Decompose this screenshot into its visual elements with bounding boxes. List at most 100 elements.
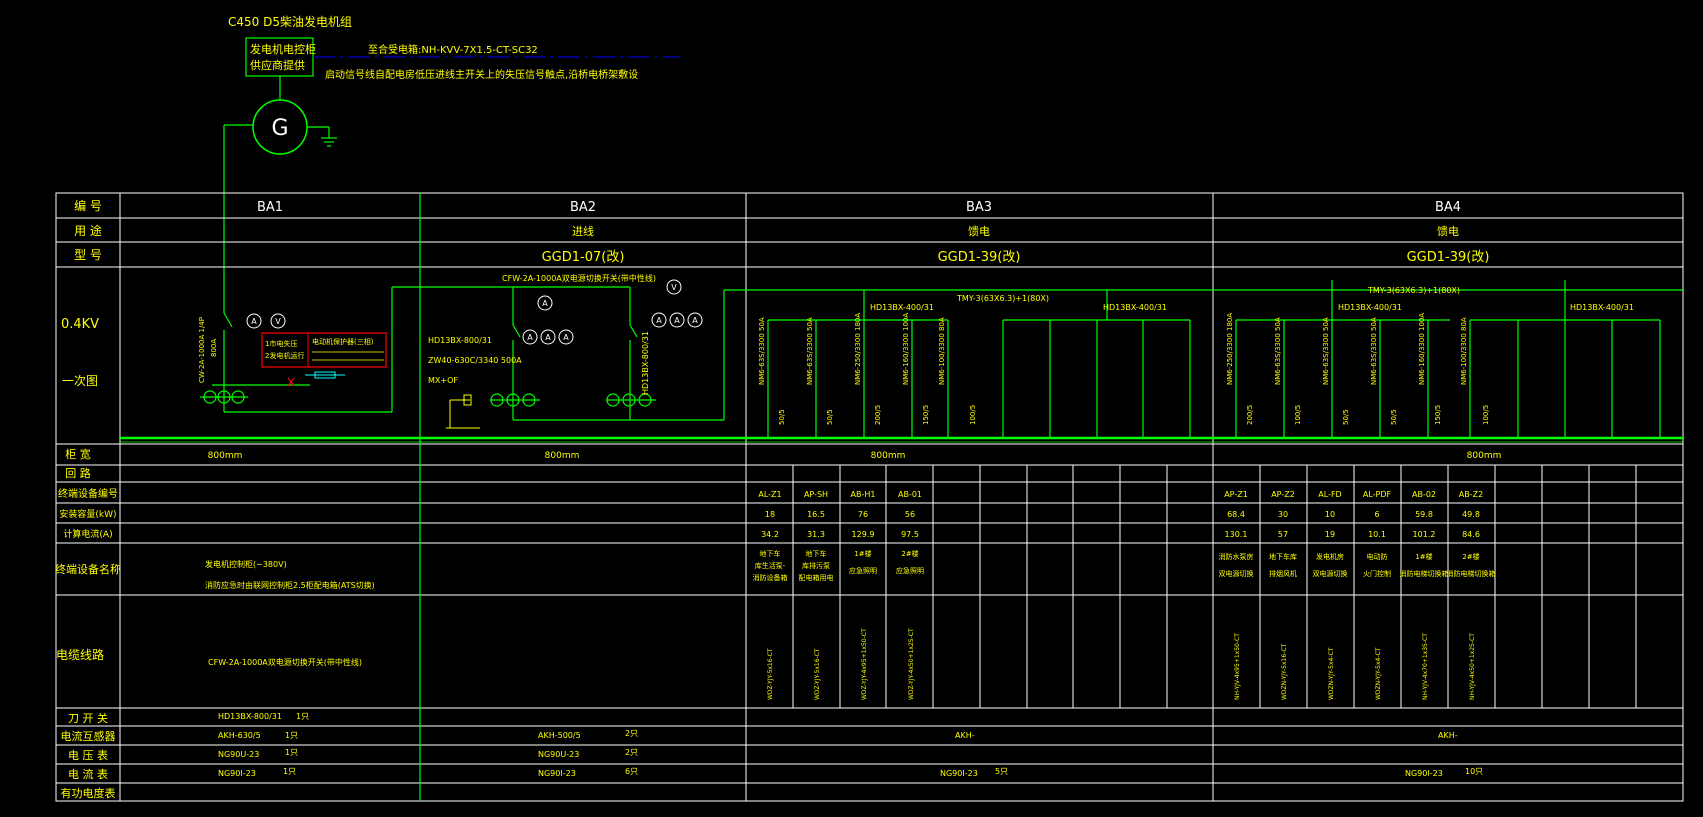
ba4-capacity-6: 49.8 [1462, 510, 1480, 519]
ba4-capacity-4: 6 [1374, 510, 1379, 519]
ba1-ct-qty: 1只 [285, 731, 298, 740]
ba2-switch-label-4: HD13BX-800/31 [641, 331, 650, 395]
ba3-ct-3: 200/5 [874, 405, 882, 425]
ba2-ammeter-qty: 6只 [625, 767, 638, 776]
ba3-current-3: 129.9 [852, 530, 875, 539]
ba4-current-2: 57 [1278, 530, 1288, 539]
control-box-label-1: 发电机电控柜 [250, 42, 316, 56]
ba3-one-line [724, 289, 1213, 438]
panel-width-ba2: 800mm [545, 451, 580, 461]
ba4-ammeter: NG90I-23 [1405, 769, 1443, 778]
ba1-meters [246, 313, 286, 329]
ba4-ammeter-qty: 10只 [1465, 767, 1483, 776]
ba4-cable-6: NH-YJV-4x50+1x25-CT [1469, 633, 1476, 700]
ba3-tname-3b: 应急照明 [849, 566, 877, 575]
ba4-current-3: 19 [1325, 530, 1335, 539]
ba1-voltmeter-qty: 1只 [285, 748, 298, 757]
ba3-knife-2: HD13BX-400/31 [1103, 303, 1167, 312]
ba3-capacity-2: 16.5 [807, 510, 825, 519]
panel-purpose-ba4: 馈电 [1437, 225, 1459, 238]
ba4-busbar-label: TMY-3(63X6.3)+1(80X) [1367, 286, 1460, 295]
panel-model-ba3: GGD1-39(改) [938, 250, 1021, 265]
ba4-terminal-no-6: AB-Z2 [1459, 490, 1483, 499]
row-label-purpose: 用 途 [74, 223, 102, 238]
ba4-capacity-1: 68.4 [1227, 510, 1245, 519]
row-label-number: 编 号 [74, 198, 102, 213]
panel-width-ba3: 800mm [871, 451, 906, 461]
ba3-ct-5: 100/5 [969, 405, 977, 425]
panel-width-ba1: 800mm [208, 451, 243, 461]
ba2-voltmeter: NG90U-23 [538, 750, 579, 759]
ba4-cable-2: WDZN-YJY-5x16-CT [1281, 643, 1288, 700]
ba4-cable-1: NH-YJV-4x95+1x50-CT [1234, 633, 1241, 700]
ba4-breaker-1: NM6-250/3300 180A [1226, 313, 1234, 385]
ba4-breaker-5: NM6-160/3300 100A [1418, 313, 1426, 385]
ba2-trip-coil-icon [446, 394, 480, 429]
ba4-terminal-no-3: AL-FD [1318, 490, 1341, 499]
ba4-ct-6: 100/5 [1482, 405, 1490, 425]
ba3-tname-1c: 消防设备箱 [753, 573, 788, 582]
control-box-label-2: 供应商提供 [250, 58, 305, 72]
panel-width-ba4: 800mm [1467, 451, 1502, 461]
row-label-terminal-name: 终端设备名称 [55, 562, 121, 576]
ba3-tname-4a: 2#楼 [901, 549, 918, 558]
svg-text:V: V [275, 317, 281, 326]
ba1-ammeter-qty: 1只 [283, 767, 296, 776]
ba1-alarm-text-3: 电动机保护器(三相) [312, 337, 374, 346]
ground-icon [321, 127, 337, 147]
row-label-circuit: 回 路 [65, 467, 91, 480]
ba1-cable: CFW-2A-1000A双电源切换开关(带中性线) [208, 657, 362, 667]
row-label-one-line: 一次图 [62, 374, 98, 388]
row-label-terminal-no: 终端设备编号 [58, 487, 118, 500]
ba3-tname-3a: 1#楼 [854, 549, 871, 558]
ba3-terminal-no-2: AP-SH [804, 490, 828, 499]
ba4-tname-3a: 发电机房 [1316, 552, 1344, 561]
ba3-tname-2b: 库排污泵 [802, 561, 830, 570]
ba4-knife-1: HD13BX-400/31 [1338, 303, 1402, 312]
ba4-tname-4b: 火门控制 [1363, 569, 1391, 578]
panel-id-ba3: BA3 [966, 200, 992, 215]
ba3-breaker-2: NM6-63S/3300 50A [806, 317, 814, 385]
panel-id-ba2: BA2 [570, 200, 596, 215]
row-label-width: 柜 宽 [65, 447, 91, 461]
ba4-breaker-3: NM6-63S/3300 50A [1322, 317, 1330, 385]
circuit-grid-ba4 [1259, 465, 1637, 708]
row-label-model: 型 号 [74, 248, 102, 262]
ba1-breaker-label: CW-2A-1000A 1/4P [198, 317, 206, 383]
ba4-tname-6b: 消防电梯切换箱 [1447, 569, 1496, 578]
ba3-busbar-label: TMY-3(63X6.3)+1(80X) [956, 294, 1049, 303]
row-label-energy-meter: 有功电度表 [61, 786, 116, 800]
ba3-ct-1: 50/5 [778, 409, 786, 425]
ba3-terminal-no-4: AB-01 [898, 490, 922, 499]
ba2-ct: AKH-500/5 [538, 731, 581, 740]
ba4-current-5: 101.2 [1413, 530, 1436, 539]
ba4-cable-5: NH-YJV-4x70+1x35-CT [1422, 633, 1429, 700]
ba1-alarm-text-1: 1市电失压 [265, 339, 297, 348]
ba1-knife-switch: HD13BX-800/31 [218, 712, 282, 721]
ba4-tname-5a: 1#楼 [1415, 552, 1432, 561]
ba4-cable-4: WDZN-YJY-5x4-CT [1375, 647, 1382, 700]
ba1-one-line [200, 286, 420, 413]
ba4-ct-2: 100/5 [1294, 405, 1302, 425]
panel-id-ba4: BA4 [1435, 200, 1461, 215]
ba4-tname-1a: 消防水泵房 [1219, 552, 1254, 561]
ba3-tname-2c: 配电箱用电 [799, 573, 834, 582]
ba4-breaker-4: NM6-63S/3300 50A [1370, 317, 1378, 385]
ba3-ammeter: NG90I-23 [940, 769, 978, 778]
row-label-ammeter: 电 流 表 [68, 767, 108, 781]
row-label-current: 计算电流(A) [63, 528, 112, 540]
svg-text:A: A [656, 316, 662, 325]
ba3-breaker-1: NM6-63S/3300 50A [758, 317, 766, 385]
panel-purpose-ba3: 馈电 [968, 225, 990, 238]
ba3-breaker-5: NM6-100/3300 80A [938, 317, 946, 385]
ba3-capacity-3: 76 [858, 510, 868, 519]
ba4-terminal-no-2: AP-Z2 [1271, 490, 1295, 499]
ba4-tname-6a: 2#楼 [1462, 552, 1479, 561]
row-label-voltmeter: 电 压 表 [68, 748, 108, 762]
ba3-current-4: 97.5 [901, 530, 919, 539]
ba1-alarm-box [261, 332, 387, 368]
ba3-ammeter-qty: 5只 [995, 767, 1008, 776]
ba2-switch-label-2: ZW40-630C/3340 500A [428, 356, 522, 365]
ba1-knife-qty: 1只 [296, 712, 309, 721]
panel-model-ba2: GGD1-07(改) [542, 250, 625, 265]
